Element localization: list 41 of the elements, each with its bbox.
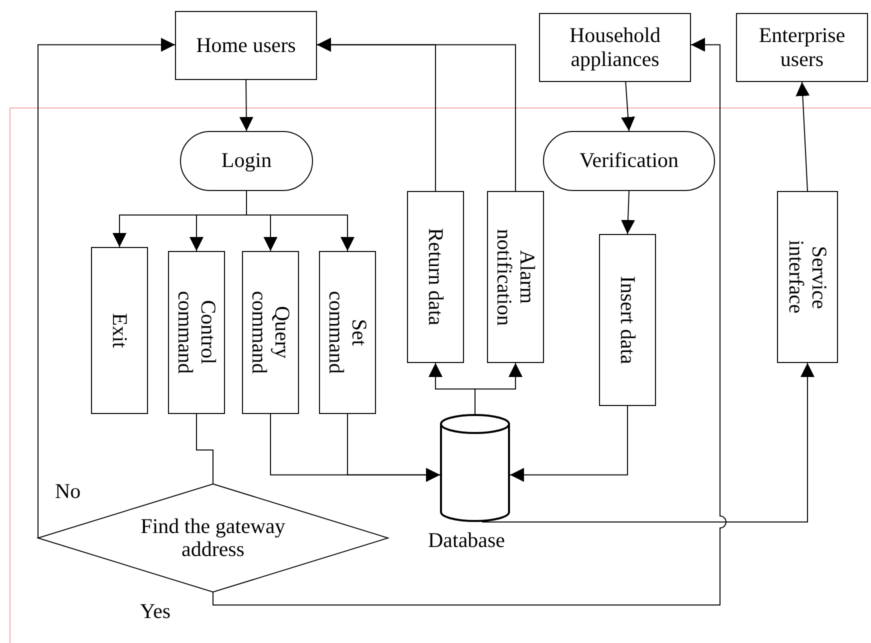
node-label: Insert data bbox=[616, 276, 640, 364]
node-caption: Database bbox=[428, 528, 505, 553]
node-label: Login bbox=[221, 149, 272, 173]
arrow bbox=[796, 82, 810, 192]
node-label: Query command bbox=[247, 290, 294, 376]
arrow bbox=[474, 362, 522, 416]
connector-line bbox=[196, 414, 214, 484]
process-box bbox=[599, 234, 656, 406]
arrow bbox=[347, 414, 440, 482]
node-label: Household appliances bbox=[568, 24, 662, 71]
node-label: Service interface bbox=[784, 239, 831, 316]
process-box bbox=[242, 251, 299, 414]
arrow bbox=[621, 82, 636, 132]
arrow bbox=[246, 190, 354, 252]
node-label: Control command bbox=[173, 290, 220, 376]
decision-diamond bbox=[38, 484, 388, 592]
process-box bbox=[777, 191, 838, 363]
arrow bbox=[482, 362, 814, 522]
node-label: Verification bbox=[579, 149, 679, 173]
process-box bbox=[736, 13, 868, 82]
node-label: Alarm notification bbox=[492, 228, 539, 328]
arrow bbox=[38, 38, 176, 538]
process-box bbox=[91, 247, 148, 414]
arrow bbox=[621, 190, 635, 234]
node-label: Exit bbox=[108, 313, 132, 348]
arrow bbox=[212, 38, 726, 606]
arrow bbox=[510, 406, 628, 482]
arrow bbox=[239, 80, 254, 132]
node-label: Set command bbox=[324, 290, 371, 376]
node-label: Return data bbox=[424, 228, 448, 326]
process-box bbox=[168, 251, 225, 414]
node-label: Enterprise users bbox=[758, 24, 846, 71]
process-box bbox=[407, 191, 464, 363]
process-box bbox=[175, 11, 317, 80]
node-label: Find the gateway address bbox=[140, 514, 286, 562]
database-cylinder bbox=[440, 415, 510, 522]
node-label: Home users bbox=[196, 34, 296, 58]
arrow bbox=[316, 38, 516, 192]
process-box bbox=[319, 251, 376, 414]
process-box bbox=[487, 191, 544, 363]
process-box bbox=[539, 13, 691, 82]
